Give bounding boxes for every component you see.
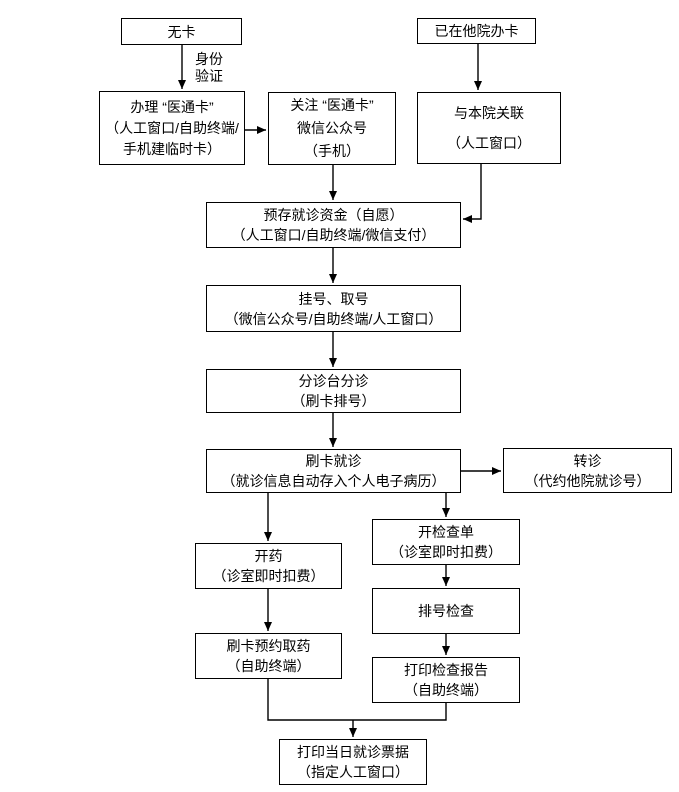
node-text: 开检查单 [418, 524, 474, 540]
flow-node-swipe-card-visit: 刷卡就诊 （就诊信息自动存入个人电子病历） [206, 449, 461, 493]
flow-node-other-hospital-card: 已在他院办卡 [417, 18, 536, 44]
flow-node-prescribe-medicine: 开药 （诊室即时扣费） [195, 543, 342, 589]
node-text: 预存就诊资金（自愿） [263, 207, 404, 223]
edge-link-to-deposit [463, 164, 482, 223]
edge-label-line: 身份 [195, 51, 223, 67]
node-text: 刷卡预约取药 [226, 638, 311, 654]
node-text: 无卡 [167, 23, 196, 40]
node-text: （诊室即时扣费） [212, 568, 325, 584]
node-text: （人工窗口/自助终端/ [105, 119, 239, 136]
flow-node-register-number: 挂号、取号 （微信公众号/自助终端/人工窗口） [206, 285, 461, 332]
node-text: （人工窗口/自助终端/微信支付） [231, 227, 436, 243]
flow-node-no-card: 无卡 [121, 18, 242, 45]
edge-label-line: 验证 [195, 68, 223, 84]
node-text: （微信公众号/自助终端/人工窗口） [224, 310, 443, 327]
node-text: （诊室即时扣费） [390, 544, 502, 560]
flow-node-link-hospital: 与本院关联 （人工窗口） [417, 92, 561, 164]
node-text: 打印当日就诊票据 [297, 744, 409, 760]
node-text: 手机建临时卡） [123, 140, 221, 157]
flow-node-queue-for-exam: 排号检查 [372, 588, 520, 634]
node-text: （自助终端） [404, 682, 488, 698]
node-text: 关注 “医通卡” [290, 97, 374, 113]
node-text: 排号检查 [418, 603, 474, 619]
node-text: （代约他院就诊号） [524, 472, 651, 489]
flow-node-print-receipt: 打印当日就诊票据 （指定人工窗口） [279, 739, 427, 785]
node-text: （人工窗口） [447, 135, 531, 151]
node-text: 转诊 [573, 452, 602, 469]
flow-node-triage-desk: 分诊台分诊 （刷卡排号） [206, 369, 461, 413]
edge-merge-junction [267, 679, 447, 721]
flow-node-follow-wechat: 关注 “医通卡” 微信公众号 （手机） [268, 92, 396, 165]
node-text: 刷卡就诊 [305, 453, 362, 469]
node-text: 分诊台分诊 [298, 373, 369, 389]
node-text: 已在他院办卡 [434, 23, 519, 39]
node-text: （手机） [304, 143, 360, 159]
node-text: 办理 “医通卡” [130, 98, 214, 115]
node-text: 与本院关联 [454, 105, 524, 121]
node-text: （指定人工窗口） [297, 764, 409, 780]
node-text: 打印检查报告 [404, 662, 488, 678]
flow-node-deposit-funds: 预存就诊资金（自愿） （人工窗口/自助终端/微信支付） [206, 202, 461, 248]
flow-node-exam-order: 开检查单 （诊室即时扣费） [372, 519, 520, 565]
edge-label-identity-verify: 身份 验证 [184, 51, 234, 85]
node-text: 微信公众号 [297, 120, 367, 136]
flow-node-print-exam-report: 打印检查报告 （自助终端） [372, 657, 520, 703]
node-text: （就诊信息自动存入个人电子病历） [221, 473, 446, 489]
flow-node-pickup-medicine: 刷卡预约取药 （自助终端） [195, 633, 342, 679]
node-text: （刷卡排号） [291, 393, 376, 409]
node-text: 挂号、取号 [298, 290, 369, 307]
flow-node-create-card: 办理 “医通卡” （人工窗口/自助终端/ 手机建临时卡） [99, 91, 245, 165]
flow-node-referral: 转诊 （代约他院就诊号） [503, 448, 672, 493]
node-text: 开药 [254, 548, 283, 564]
node-text: （自助终端） [226, 658, 311, 674]
